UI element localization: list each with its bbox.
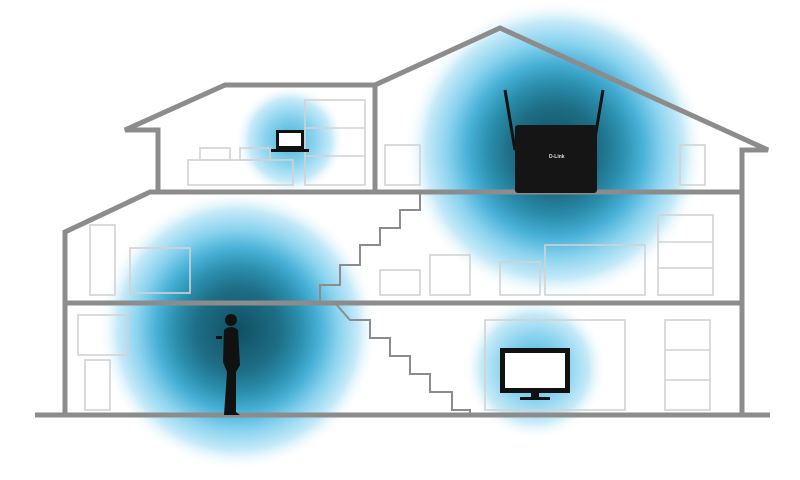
house-walls xyxy=(35,25,770,418)
tv-icon xyxy=(500,348,570,400)
furniture xyxy=(77,99,714,411)
router-logo: D-Link xyxy=(549,154,565,160)
router-icon: D-Link xyxy=(503,89,605,193)
person-with-phone-icon xyxy=(216,314,240,415)
laptop-icon xyxy=(271,130,309,152)
